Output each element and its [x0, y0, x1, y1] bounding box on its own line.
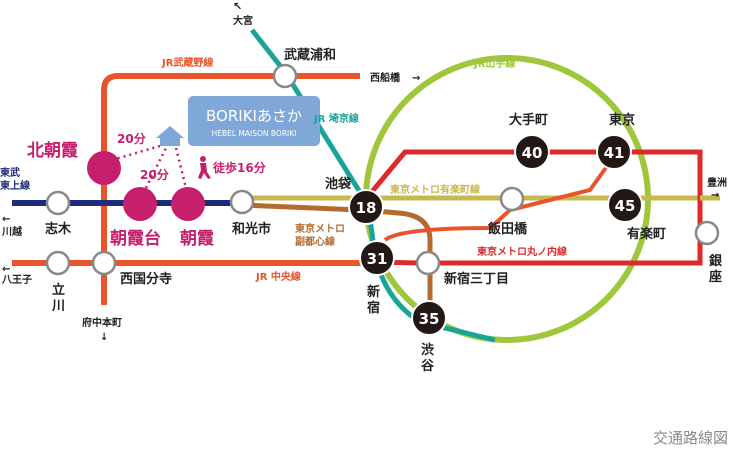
access-time-asakadai: 20分: [140, 167, 169, 182]
label-kita-asaka: 北朝霞: [27, 140, 79, 161]
arrow-omiya: ↖: [233, 0, 242, 13]
badge-shinjuku[interactable]: 31: [359, 240, 395, 276]
station-shiki[interactable]: [45, 190, 71, 216]
badge-ikebukuro-number: 18: [356, 199, 377, 217]
access-time-asaka: 徒歩16分: [212, 160, 266, 175]
station-ginza[interactable]: [694, 220, 720, 246]
access-dots-asakadai: [144, 147, 168, 189]
direction-toyosu: 豊洲: [707, 176, 727, 189]
badge-otemachi[interactable]: 40: [514, 134, 550, 170]
marunouchi-line: [363, 149, 703, 266]
station-wakoshi[interactable]: [229, 189, 255, 215]
station-musashi-urawa[interactable]: [272, 63, 298, 89]
access-dots-kita-asaka: [111, 144, 161, 162]
property-name: BORIKIあさか: [206, 107, 302, 125]
badge-shinjuku-number: 31: [367, 250, 388, 268]
badge-shibuya-number: 35: [419, 310, 440, 328]
line-label-musashino: JR武蔵野線: [161, 56, 213, 69]
label-ikebukuro: 池袋: [325, 176, 352, 192]
station-iidabashi[interactable]: [499, 186, 525, 212]
direction-omiya: 大宮: [233, 14, 253, 27]
line-label-yurakucho: 東京メトロ有楽町線: [390, 183, 480, 196]
badge-otemachi-number: 40: [522, 144, 543, 162]
badge-shibuya[interactable]: 35: [411, 300, 447, 336]
badge-tokyo[interactable]: 41: [596, 134, 632, 170]
label-shinjuku-sanchome: 新宿三丁目: [444, 271, 509, 287]
line-label-chuo: JR 中央線: [255, 270, 301, 283]
label-tachikawa-1: 立: [52, 282, 65, 298]
direction-fuchu-honmachi: 府中本町: [82, 316, 122, 329]
label-shibuya-2: 谷: [421, 358, 435, 374]
label-shinjuku-2: 宿: [367, 300, 380, 316]
label-asaka: 朝霞: [180, 228, 215, 249]
label-shiki: 志木: [45, 221, 72, 237]
line-label-tobu-1: 東武: [0, 166, 20, 179]
label-iidabashi: 飯田橋: [487, 221, 528, 237]
line-label-yamanote: JR山手線: [473, 57, 515, 70]
label-tokyo: 東京: [609, 112, 635, 128]
station-kita-asaka[interactable]: [87, 151, 121, 185]
line-label-saikyo: JR 埼京線: [313, 112, 359, 125]
badge-tokyo-number: 41: [604, 144, 625, 162]
station-asaka[interactable]: [171, 187, 205, 221]
house-icon: [156, 126, 184, 146]
label-asakadai: 朝霞台: [110, 228, 161, 249]
map-caption: 交通路線図: [653, 429, 728, 447]
direction-kawagoe: 川越: [1, 225, 23, 238]
access-dots-asaka: [174, 147, 188, 189]
connector-line: [383, 153, 617, 242]
line-label-fukutoshin-2: 副都心線: [295, 235, 335, 248]
property-box[interactable]: [188, 96, 320, 146]
arrow-kawagoe: ←: [2, 214, 10, 225]
label-nishikokubunji: 西国分寺: [120, 271, 172, 287]
label-yurakucho: 有楽町: [627, 226, 666, 242]
arrow-toyosu: →: [711, 190, 719, 201]
line-label-marunouchi: 東京メトロ丸ノ内線: [477, 245, 567, 258]
station-shinjuku-sanchome[interactable]: [415, 250, 441, 276]
badge-yurakucho-number: 45: [615, 197, 636, 215]
station-asakadai[interactable]: [123, 187, 157, 221]
label-ginza-1: 銀: [709, 253, 722, 269]
arrow-nishi-funabashi: →: [412, 73, 420, 84]
arrow-hachioji: ←: [2, 264, 10, 275]
label-otemachi: 大手町: [509, 112, 548, 128]
property-subtitle: HEBEL MAISON BORIKI: [212, 129, 297, 138]
arrow-fuchu-honmachi: ↓: [100, 332, 108, 343]
line-label-tobu-2: 東上線: [0, 179, 30, 192]
label-ginza-2: 座: [708, 269, 722, 285]
walking-icon: [198, 156, 211, 179]
station-tachikawa[interactable]: [45, 250, 71, 276]
access-time-kita-asaka: 20分: [117, 131, 146, 146]
direction-nishi-funabashi: 西船橋: [370, 71, 401, 84]
label-shibuya-1: 渋: [421, 342, 434, 358]
label-tachikawa-2: 川: [51, 299, 65, 314]
station-nishikokubunji[interactable]: [91, 250, 117, 276]
label-shinjuku-1: 新: [367, 284, 380, 300]
musashino-line: [101, 73, 360, 305]
direction-hachioji: 八王子: [1, 274, 32, 286]
badge-ikebukuro[interactable]: 18: [348, 189, 384, 225]
label-wakoshi: 和光市: [232, 221, 271, 237]
line-label-fukutoshin-1: 東京メトロ: [295, 222, 345, 235]
label-musashi-urawa: 武蔵浦和: [284, 47, 336, 63]
badge-yurakucho[interactable]: 45: [607, 187, 643, 223]
